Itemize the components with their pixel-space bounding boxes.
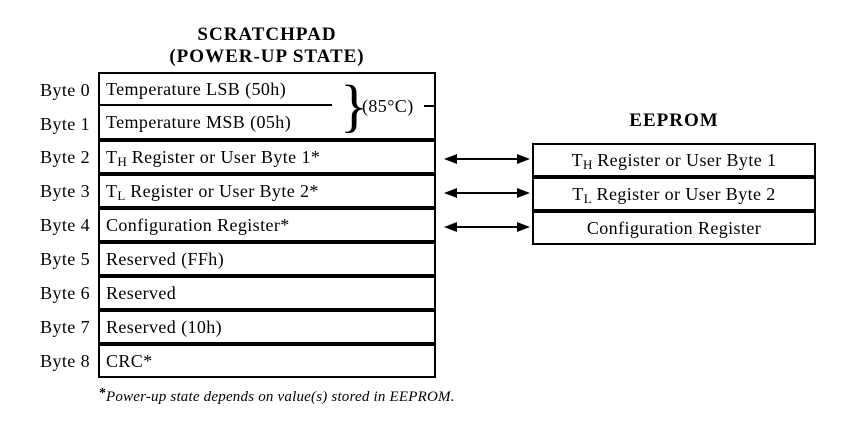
row-text: Reserved (FFh) [106, 249, 225, 269]
byte-label-8: Byte 8 [40, 351, 90, 371]
row-text: T [571, 150, 583, 170]
eeprom-row-th: TH Register or User Byte 1 [532, 143, 816, 177]
scratchpad-title-line2: (POWER-UP STATE) [169, 46, 365, 67]
row-text-rest: Register or User Byte 1* [126, 147, 321, 167]
scratchpad-row-byte2: TH Register or User Byte 1* [98, 140, 436, 174]
byte-label-2: Byte 2 [40, 147, 90, 167]
scratchpad-row-byte4: Configuration Register* [98, 208, 436, 242]
eeprom-row-config: Configuration Register [532, 211, 816, 245]
powerup-temperature-value: (85°C) [362, 95, 414, 116]
eeprom-row-tl: TL Register or User Byte 2 [532, 177, 816, 211]
row-text: T [106, 181, 118, 201]
row-text-rest: Register or User Byte 1 [592, 150, 777, 170]
row-text: T [106, 147, 118, 167]
byte-label-5: Byte 5 [40, 249, 90, 269]
right-brace-icon: } [340, 73, 368, 138]
row-text-sub: L [583, 191, 592, 206]
scratchpad-row-byte5: Reserved (FFh) [98, 242, 436, 276]
byte-label-7: Byte 7 [40, 317, 90, 337]
connector-dash [424, 105, 434, 107]
scratchpad-title: SCRATCHPAD (POWER-UP STATE) [98, 24, 436, 68]
row-text-sub: L [117, 188, 126, 203]
footnote-asterisk: * [99, 386, 106, 401]
footnote: *Power-up state depends on value(s) stor… [99, 386, 455, 406]
scratchpad-temperature-group: Temperature LSB (50h) Temperature MSB (0… [98, 72, 436, 140]
row-divider [100, 104, 332, 106]
row-text: CRC* [106, 351, 153, 371]
scratchpad-row-byte6: Reserved [98, 276, 436, 310]
row-text: Temperature MSB (05h) [106, 112, 292, 132]
byte-label-3: Byte 3 [40, 181, 90, 201]
row-text-rest: Register or User Byte 2* [125, 181, 319, 201]
row-text: Configuration Register [586, 218, 762, 238]
bidirectional-arrow-icon [444, 188, 530, 198]
scratchpad-row-byte3: TL Register or User Byte 2* [98, 174, 436, 208]
bidirectional-arrow-icon [444, 222, 530, 232]
scratchpad-title-line1: SCRATCHPAD [197, 24, 337, 45]
byte-label-1: Byte 1 [40, 114, 90, 134]
eeprom-title: EEPROM [629, 110, 719, 131]
byte-label-6: Byte 6 [40, 283, 90, 303]
footnote-text: Power-up state depends on value(s) store… [106, 389, 455, 405]
row-text: Temperature LSB (50h) [106, 79, 287, 99]
byte-label-4: Byte 4 [40, 215, 90, 235]
row-text: Reserved [106, 283, 177, 303]
row-text: Reserved (10h) [106, 317, 223, 337]
scratchpad-row-byte8: CRC* [98, 344, 436, 378]
row-text-rest: Register or User Byte 2 [591, 184, 776, 204]
scratchpad-row-byte1: Temperature MSB (05h) [100, 106, 338, 138]
bidirectional-arrow-icon [444, 154, 530, 164]
row-text-sub: H [117, 154, 127, 169]
scratchpad-row-byte7: Reserved (10h) [98, 310, 436, 344]
scratchpad-row-byte0: Temperature LSB (50h) [100, 74, 338, 104]
row-text: Configuration Register* [106, 215, 290, 235]
row-text-sub: H [582, 157, 593, 172]
row-text: T [572, 184, 584, 204]
byte-label-0: Byte 0 [40, 80, 90, 100]
